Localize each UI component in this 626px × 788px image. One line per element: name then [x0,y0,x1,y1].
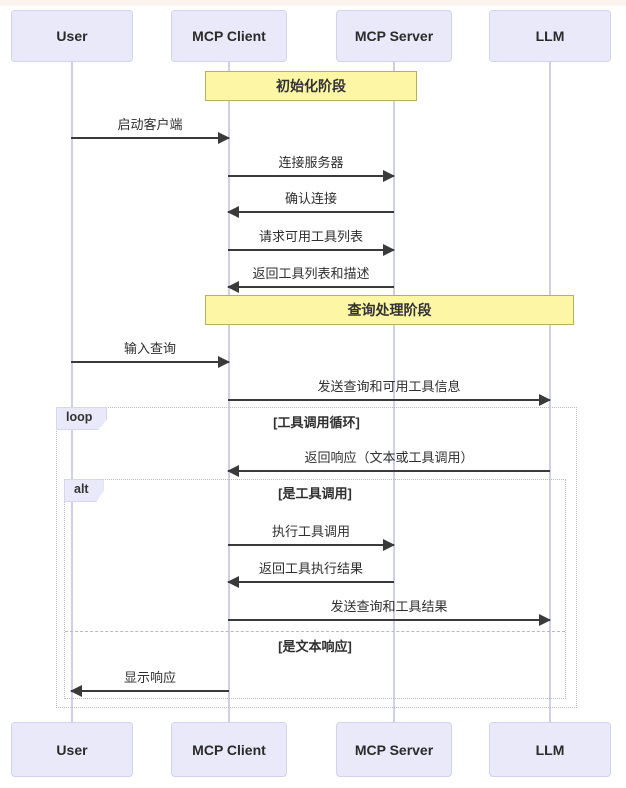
message-send-query-tools: 发送查询和可用工具信息 [228,377,551,406]
arrowhead-right-icon [218,356,230,368]
alt-frame: alt [是工具调用] [是文本响应] [64,479,566,699]
loop-frame: loop [工具调用循环] [56,407,577,708]
participant-box-llm-top: LLM [489,10,611,62]
message-arrow-line [228,394,551,406]
message-label: 返回工具列表和描述 [252,266,370,281]
arrowhead-left-icon [227,281,239,293]
alt-tag: alt [64,479,104,502]
lifeline-mcp-server [393,62,395,722]
phase-label: 查询处理阶段 [347,302,432,318]
participant-label: LLM [535,741,565,758]
message-arrow-line [228,244,395,256]
message-arrow-line [228,614,551,626]
alt-else-label: [是文本响应] [278,639,352,654]
arrowhead-left-icon [227,206,239,218]
loop-tag: loop [56,407,108,430]
message-return-tool-list: 返回工具列表和描述 [227,264,394,293]
loop-condition-label: [工具调用循环] [273,415,360,430]
participant-label: LLM [535,28,565,44]
message-label: 执行工具调用 [271,524,350,539]
message-arrow-line [228,539,395,551]
top-strip [0,0,626,6]
participant-box-mcp-client-bottom: MCP Client [171,722,287,777]
arrowhead-right-icon [383,539,395,551]
arrowhead-right-icon [218,132,230,144]
participant-box-mcp-server-bottom: MCP Server [336,722,452,777]
message-label: 请求可用工具列表 [258,229,363,244]
alt-divider [65,631,565,632]
participant-label: MCP Client [192,28,266,44]
message-label: 发送查询和工具结果 [330,599,448,614]
arrowhead-right-icon [539,614,551,626]
participant-label: User [56,28,88,44]
message-label: 显示响应 [123,670,176,685]
participant-label: MCP Server [354,741,434,758]
lifeline-mcp-client [228,62,230,722]
arrowhead-left-icon [227,465,239,477]
participant-box-user-bottom: User [11,722,133,777]
arrowhead-left-icon [70,685,82,697]
message-send-query-tool-result: 发送查询和工具结果 [228,597,551,626]
message-label: 确认连接 [284,191,337,206]
message-return-tool-result: 返回工具执行结果 [227,559,394,588]
message-arrow-line [227,206,394,218]
message-arrow-line [227,465,550,477]
lifeline-llm [549,62,551,722]
message-arrow-line [71,356,230,368]
message-label: 连接服务器 [278,155,344,170]
arrowhead-left-icon [227,576,239,588]
message-label: 返回工具执行结果 [258,561,363,576]
arrowhead-right-icon [539,394,551,406]
message-label: 启动客户端 [117,117,183,132]
message-execute-tool-call: 执行工具调用 [228,522,395,551]
participant-box-mcp-client-top: MCP Client [171,10,287,62]
arrowhead-right-icon [383,170,395,182]
message-start-client: 启动客户端 [71,115,230,144]
participant-label: MCP Client [192,741,266,758]
message-arrow-line [228,170,395,182]
participant-box-llm-bottom: LLM [489,722,611,777]
message-connect-server: 连接服务器 [228,153,395,182]
phase-banner-query: 查询处理阶段 [205,295,574,325]
participant-box-mcp-server-top: MCP Server [336,10,452,62]
phase-banner-init: 初始化阶段 [205,71,417,101]
message-input-query: 输入查询 [71,339,230,368]
message-arrow-line [227,281,394,293]
arrowhead-right-icon [383,244,395,256]
message-confirm-connection: 确认连接 [227,189,394,218]
phase-label: 初始化阶段 [276,78,346,94]
participant-label: MCP Server [354,28,434,44]
lifeline-user [71,62,73,722]
message-arrow-line [227,576,394,588]
message-return-response: 返回响应（文本或工具调用） [227,448,550,477]
message-display-response: 显示响应 [70,668,229,697]
message-label: 发送查询和可用工具信息 [317,379,461,394]
message-label: 返回响应（文本或工具调用） [304,450,474,465]
participant-box-user-top: User [11,10,133,62]
message-arrow-line [71,132,230,144]
alt-condition-label: [是工具调用] [278,486,352,501]
participant-label: User [56,741,88,758]
message-arrow-line [70,685,229,697]
message-request-tool-list: 请求可用工具列表 [228,227,395,256]
message-label: 输入查询 [123,341,176,356]
